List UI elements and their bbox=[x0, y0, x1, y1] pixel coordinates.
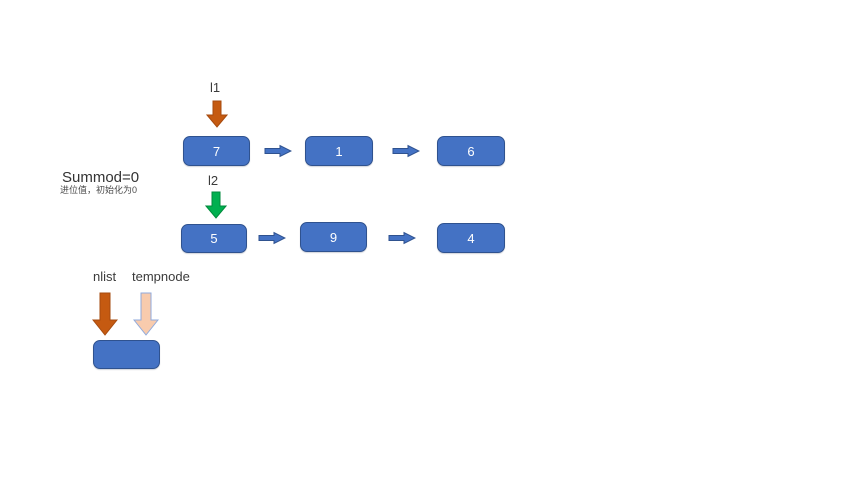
list2-node-1: 5 bbox=[181, 224, 247, 253]
list1-node-2: 1 bbox=[305, 136, 373, 166]
right-arrow-icon bbox=[392, 144, 420, 158]
list1-down-arrow-icon bbox=[206, 100, 228, 128]
right-arrow-icon bbox=[388, 231, 416, 245]
list1-node-1: 7 bbox=[183, 136, 250, 166]
list2-pointer-label: l2 bbox=[208, 173, 219, 188]
list2-down-arrow-icon bbox=[205, 191, 227, 219]
list1-pointer-label: l1 bbox=[210, 80, 221, 95]
list2-node-3: 4 bbox=[437, 223, 505, 253]
list1-node-3: 6 bbox=[437, 136, 505, 166]
nlist-down-arrow-icon bbox=[92, 292, 118, 336]
list2-node-2: 9 bbox=[300, 222, 367, 252]
tempnode-down-arrow-icon bbox=[133, 292, 159, 336]
result-node-empty bbox=[93, 340, 160, 369]
tempnode-pointer-label: tempnode bbox=[132, 269, 190, 284]
right-arrow-icon bbox=[258, 231, 286, 245]
summod-subtitle: 进位值，初始化为0 bbox=[60, 185, 138, 195]
nlist-pointer-label: nlist bbox=[93, 269, 117, 284]
summod-title: Summod=0 bbox=[62, 169, 140, 186]
right-arrow-icon bbox=[264, 144, 292, 158]
